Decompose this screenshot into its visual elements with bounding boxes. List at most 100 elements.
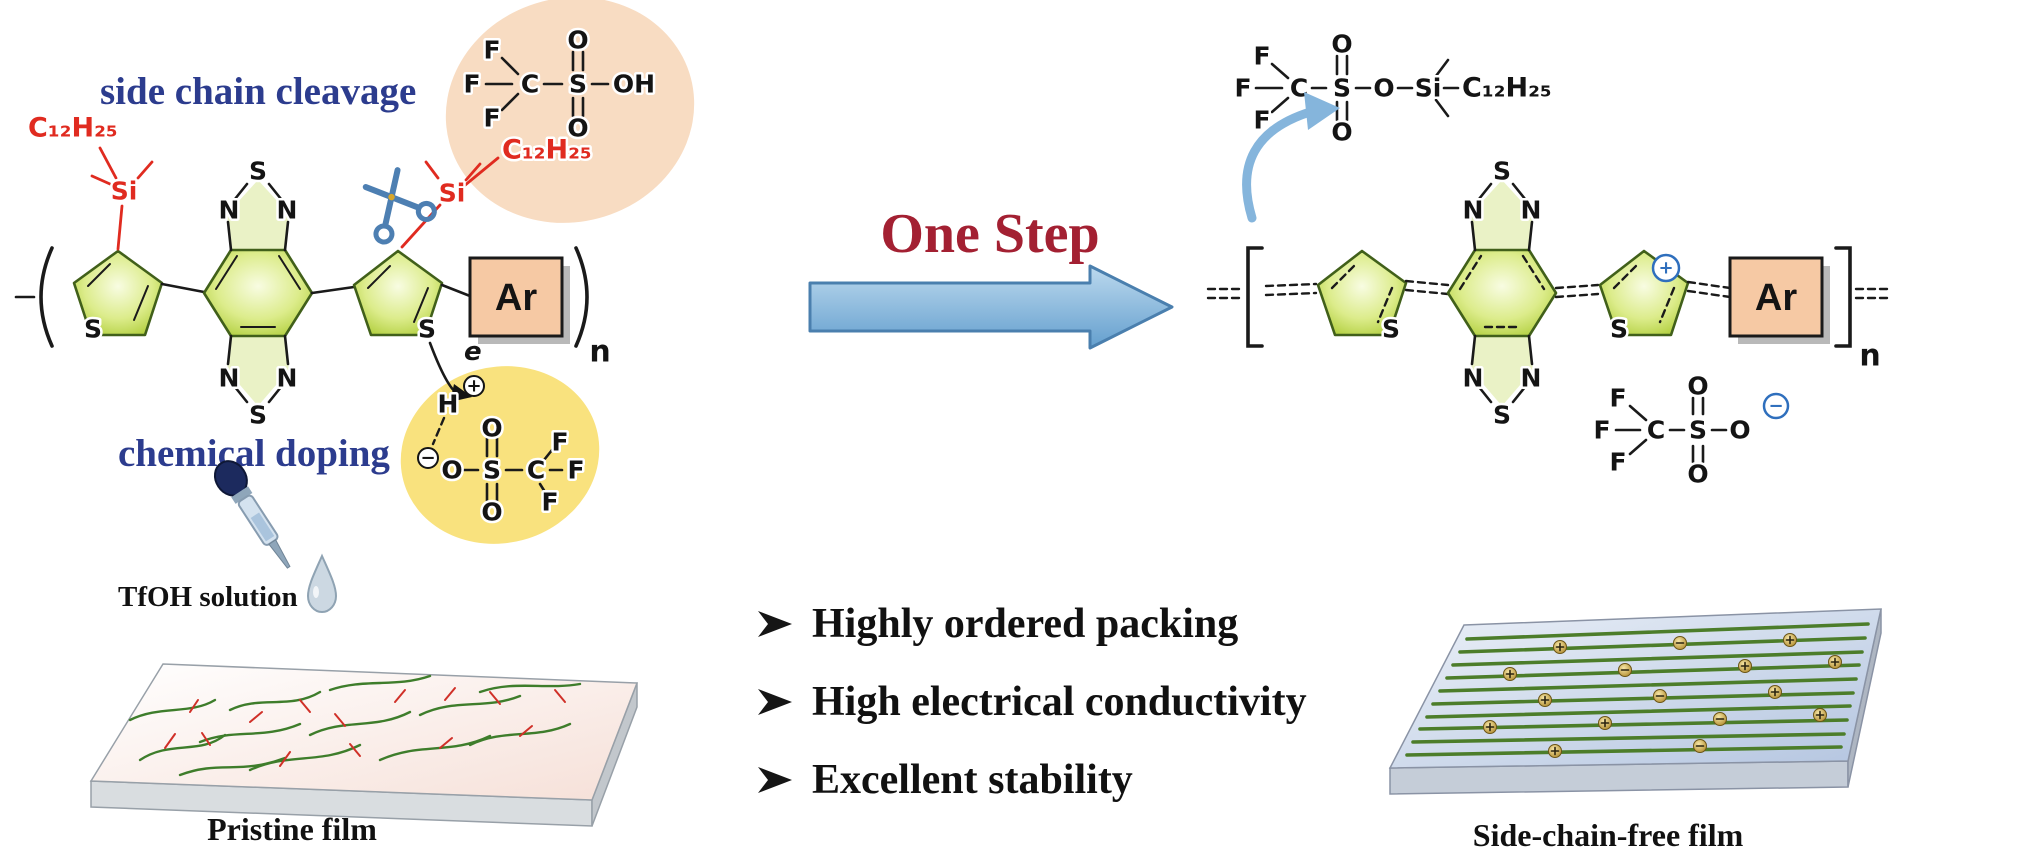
atom-f: F bbox=[483, 36, 500, 65]
bullet-item: Highly ordered packing bbox=[758, 601, 1238, 647]
ar-label: Ar bbox=[1755, 277, 1797, 319]
ar-box bbox=[1728, 256, 1824, 338]
atom-o: O bbox=[481, 414, 502, 443]
atom-o: O bbox=[441, 456, 462, 485]
alkyl-chain-label: C₁₂H₂₅ bbox=[28, 113, 118, 144]
benzo-core-ring bbox=[1446, 248, 1558, 338]
bullet-label: Highly ordered packing bbox=[812, 601, 1238, 647]
atom-o: O bbox=[567, 114, 588, 143]
atom-c: C bbox=[521, 70, 539, 99]
ar-label: Ar bbox=[495, 277, 537, 319]
dopant-ions bbox=[1483, 633, 1842, 758]
right-square-bracket bbox=[1834, 246, 1852, 348]
atom-o: O bbox=[1687, 372, 1708, 401]
left-square-bracket bbox=[1246, 246, 1264, 348]
atom-c: C bbox=[527, 456, 545, 485]
bullet-item: High electrical conductivity bbox=[758, 679, 1307, 725]
atom-c: C bbox=[1647, 416, 1665, 445]
atom-s: S bbox=[1493, 401, 1511, 430]
solution-droplet bbox=[306, 553, 338, 613]
atom-f: F bbox=[463, 70, 480, 99]
atom-f: F bbox=[1253, 106, 1270, 135]
reactant-polymer: S Si C₁₂H₂₅ bbox=[14, 110, 611, 432]
atom-f: F bbox=[1234, 74, 1251, 103]
atom-si: Si bbox=[111, 177, 138, 206]
atom-n: N bbox=[1463, 196, 1484, 225]
side-chain-cleavage-label: side chain cleavage bbox=[100, 70, 416, 113]
alkyl-chain-label: C₁₂H₂₅ bbox=[1462, 73, 1552, 104]
atom-si: Si bbox=[439, 179, 466, 208]
atom-f: F bbox=[1609, 384, 1626, 413]
ar-unit: Ar bbox=[1728, 256, 1830, 344]
alkyl-chain-label: C₁₂H₂₅ bbox=[502, 135, 592, 166]
atom-n: N bbox=[277, 364, 298, 393]
atom-o: O bbox=[1373, 74, 1394, 103]
atom-f: F bbox=[567, 456, 584, 485]
atom-s: S bbox=[84, 315, 102, 344]
atom-s: S bbox=[249, 401, 267, 430]
benzo-core-ring bbox=[202, 248, 314, 338]
left-parenthesis bbox=[39, 246, 54, 348]
atom-s: S bbox=[1610, 315, 1628, 344]
atom-o: O bbox=[1331, 30, 1352, 59]
atom-s: S bbox=[569, 70, 587, 99]
bullet-arrow-icon bbox=[758, 689, 792, 715]
repeat-unit-n: n bbox=[1859, 339, 1880, 374]
atom-h: H bbox=[438, 390, 459, 419]
electron-transfer-arrow: e bbox=[428, 337, 482, 402]
tfoh-solution-label: TfOH solution bbox=[118, 581, 298, 613]
plus-charge: + bbox=[466, 376, 481, 397]
tfoh-acid-structure: F F F C S O O OH bbox=[461, 23, 658, 145]
atom-s: S bbox=[1333, 74, 1351, 103]
doping-highlight-blob bbox=[400, 366, 600, 544]
anion-minus-icon bbox=[1762, 392, 1790, 420]
product-section: F F F C S O O O Si C₁₂H₂₅ S bbox=[1206, 27, 1894, 853]
ar-box bbox=[468, 256, 564, 338]
one-step-arrow bbox=[808, 264, 1174, 350]
minus-charge: − bbox=[420, 448, 435, 469]
tfoh-highlight-blob bbox=[445, 0, 695, 223]
film-top-face bbox=[89, 663, 639, 801]
scissors-icon bbox=[362, 167, 437, 245]
atom-n: N bbox=[1463, 364, 1484, 393]
key-points: Highly ordered packing High electrical c… bbox=[758, 601, 1307, 803]
repeat-unit-n: n bbox=[589, 335, 610, 370]
bullet-item: Excellent stability bbox=[758, 757, 1133, 803]
atom-n: N bbox=[1521, 196, 1542, 225]
doping-complex: H + − O S O O C F F F bbox=[417, 375, 587, 529]
atom-f: F bbox=[1593, 416, 1610, 445]
polaron-plus-icon bbox=[1651, 253, 1681, 283]
polaron-plus-charge: + bbox=[1658, 258, 1673, 279]
atom-s: S bbox=[1689, 416, 1707, 445]
atom-f: F bbox=[551, 428, 568, 457]
atom-o: O bbox=[1729, 416, 1750, 445]
thiophene-ring bbox=[1316, 249, 1408, 337]
ar-unit: Ar bbox=[468, 256, 570, 344]
atom-o: O bbox=[1331, 118, 1352, 147]
atom-f: F bbox=[1609, 448, 1626, 477]
one-step-label: One Step bbox=[880, 203, 1099, 265]
atom-n: N bbox=[219, 364, 240, 393]
ordered-polymer-chains bbox=[1405, 622, 1870, 757]
pristine-film-caption: Pristine film bbox=[207, 811, 377, 847]
dropper-icon bbox=[213, 460, 291, 569]
atom-s: S bbox=[483, 456, 501, 485]
product-polymer: S N N S N N S bbox=[1206, 154, 1894, 432]
atom-o: O bbox=[1687, 460, 1708, 489]
bullet-arrow-icon bbox=[758, 767, 792, 793]
pristine-film: Pristine film bbox=[89, 663, 639, 847]
atom-o: O bbox=[481, 498, 502, 527]
atom-f: F bbox=[541, 488, 558, 517]
side-chain-free-film: Side-chain-free film bbox=[1388, 608, 1882, 853]
silyl-side-chain-right: Si C₁₂H₂₅ bbox=[400, 132, 594, 249]
anion-minus-charge: − bbox=[1768, 396, 1783, 417]
thiophene-ring bbox=[352, 249, 444, 337]
electron-label: e bbox=[464, 337, 482, 367]
right-parenthesis bbox=[574, 246, 589, 348]
disordered-polymer-chains bbox=[128, 674, 582, 777]
atom-f: F bbox=[483, 104, 500, 133]
byproduct-arrow bbox=[1242, 92, 1340, 223]
atom-s: S bbox=[249, 157, 267, 186]
minus-charge-icon bbox=[417, 447, 439, 469]
